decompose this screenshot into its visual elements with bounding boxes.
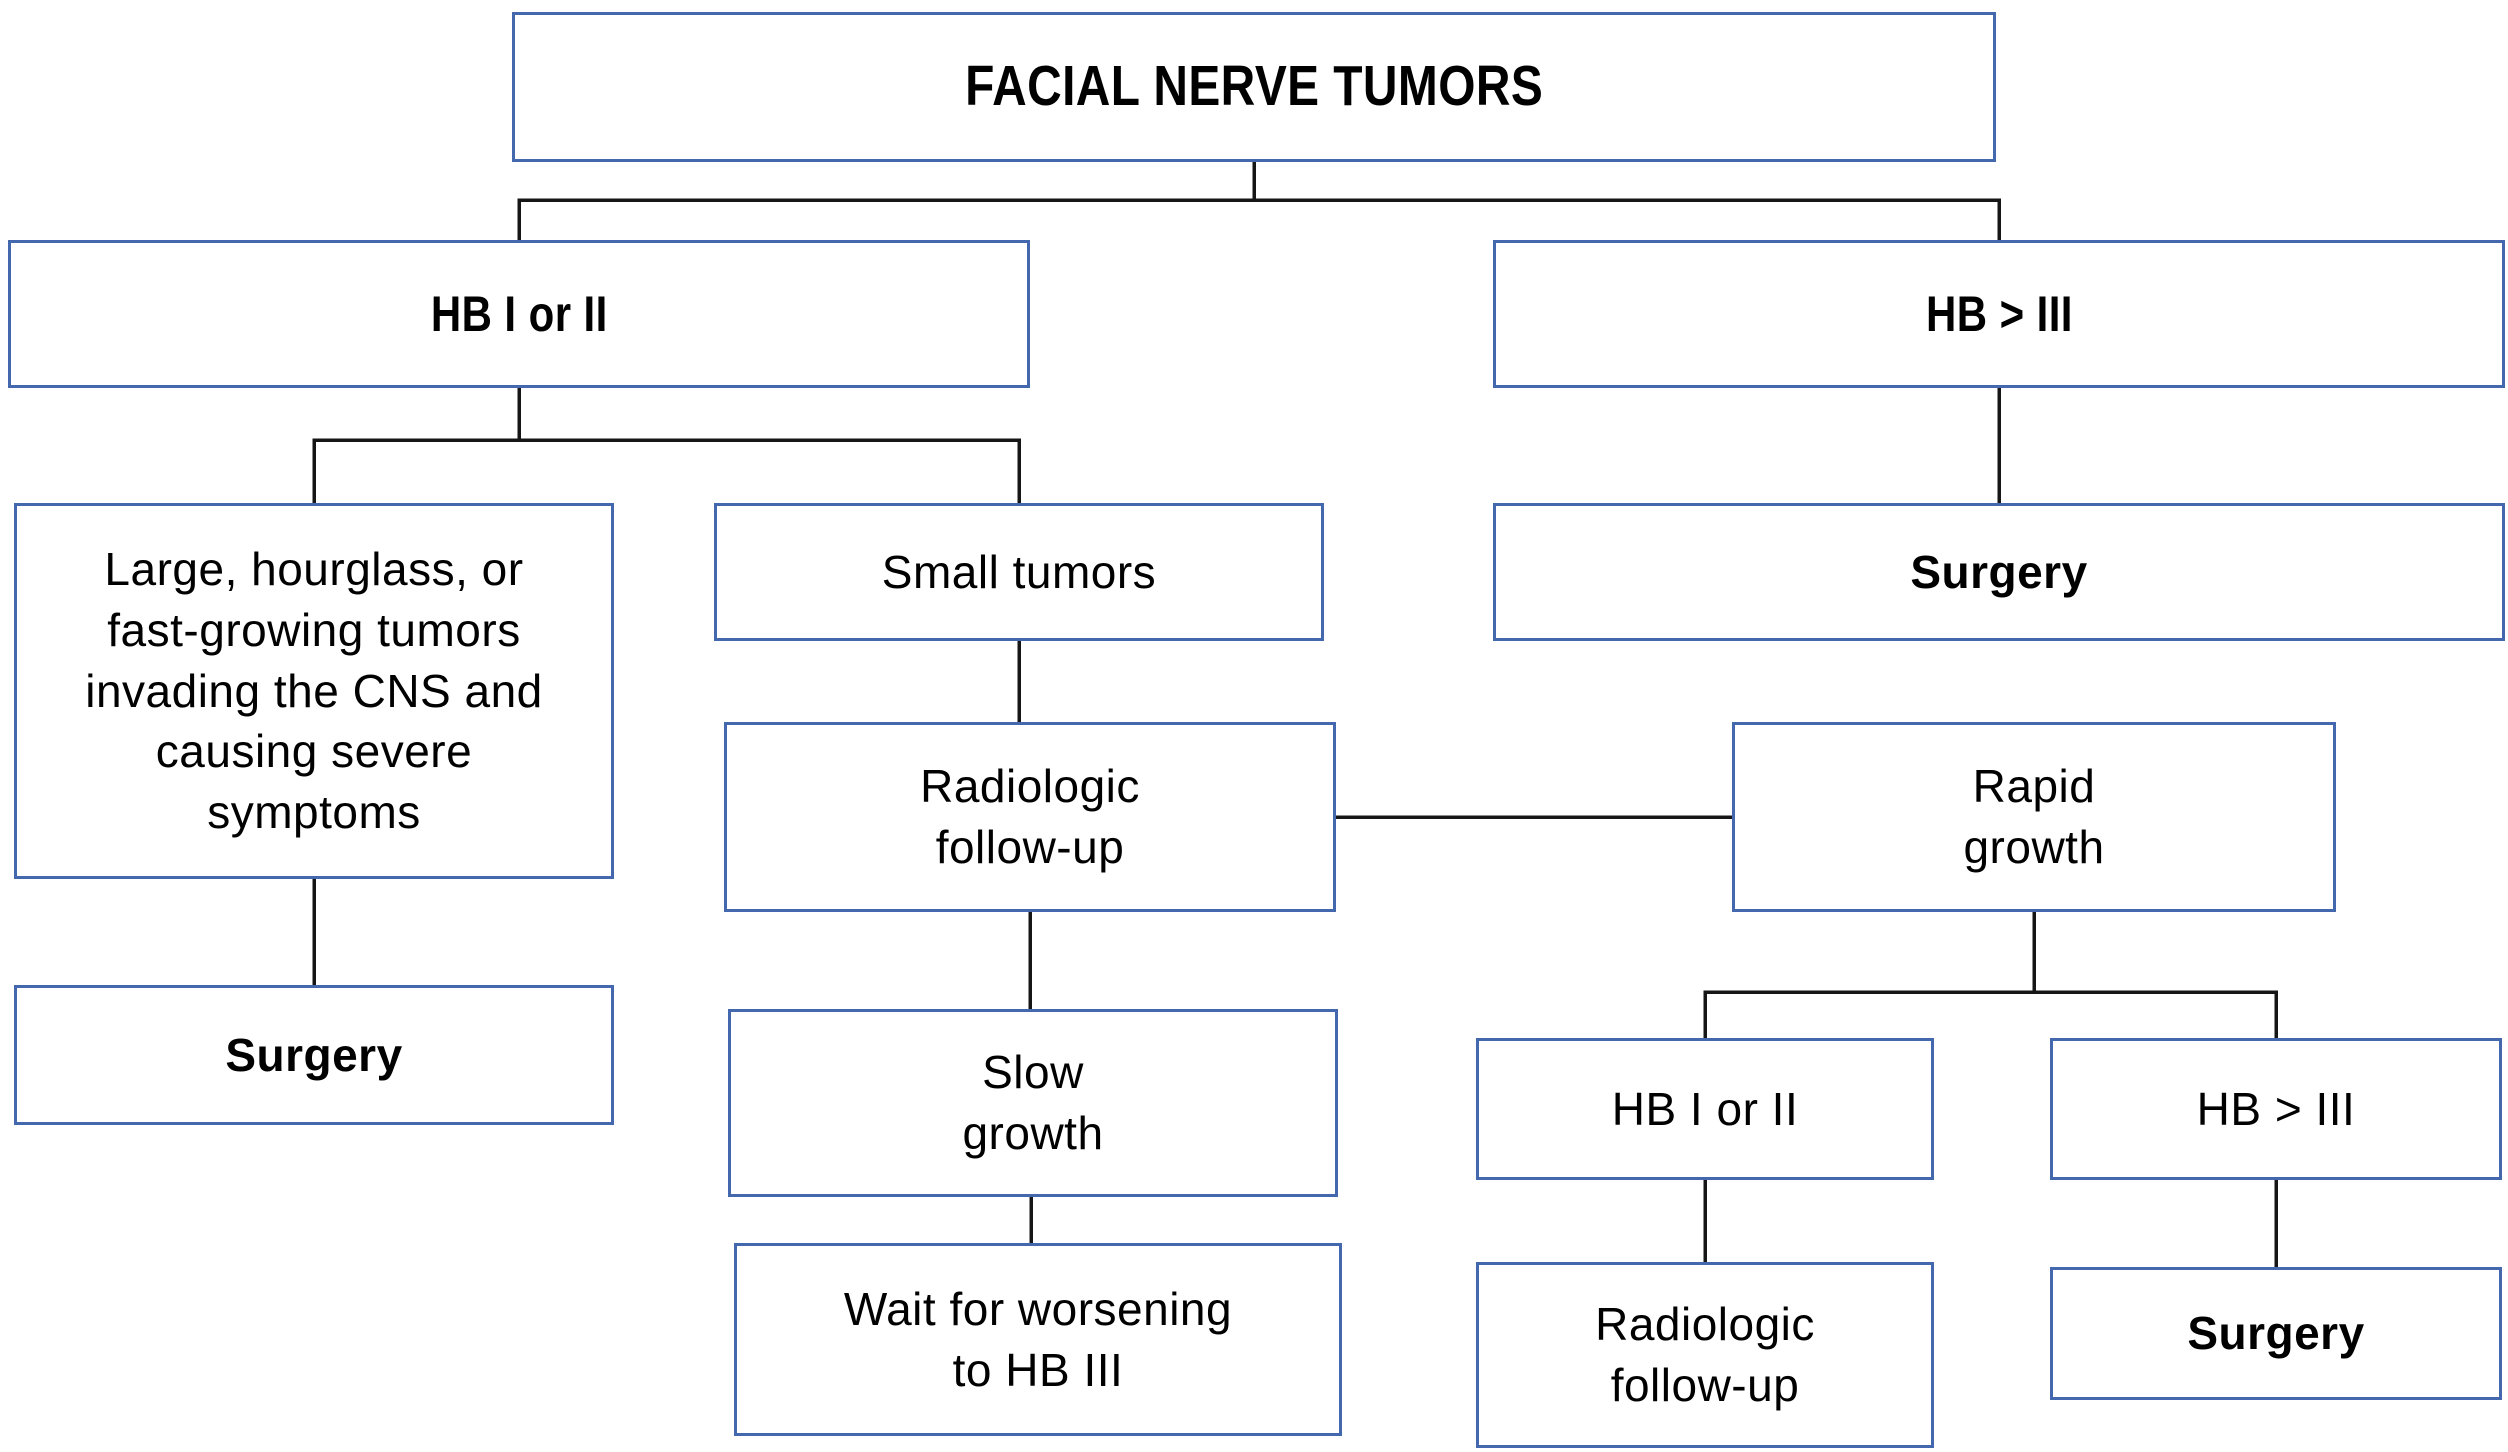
node-hb-greater-than-3-after-rapid-growth: HB > III bbox=[2050, 1038, 2502, 1180]
node-label: HB > III bbox=[1925, 286, 2073, 342]
node-label: Surgery bbox=[1910, 545, 2088, 598]
node-radiologic-follow-up: Radiologic follow-up bbox=[724, 722, 1336, 912]
node-radiologic-follow-up-2: Radiologic follow-up bbox=[1476, 1262, 1934, 1448]
node-hb-1-or-2: HB I or II bbox=[8, 240, 1030, 388]
node-label: Slow growth bbox=[962, 1046, 1104, 1159]
node-label: Wait for worsening to HB III bbox=[843, 1282, 1233, 1396]
node-label: Radiologic follow-up bbox=[920, 760, 1140, 873]
node-large-tumors-criteria: Large, hourglass, or fast-growing tumors… bbox=[14, 503, 614, 879]
node-wait-for-worsening: Wait for worsening to HB III bbox=[734, 1243, 1342, 1436]
node-label: Large, hourglass, or fast-growing tumors… bbox=[85, 543, 543, 839]
node-small-tumors: Small tumors bbox=[714, 503, 1324, 641]
node-label: Small tumors bbox=[881, 545, 1157, 598]
node-surgery-after-rapid-growth: Surgery bbox=[2050, 1267, 2502, 1400]
node-surgery-large-tumors: Surgery bbox=[14, 985, 614, 1125]
node-hb-greater-than-3: HB > III bbox=[1493, 240, 2505, 388]
node-label: FACIAL NERVE TUMORS bbox=[964, 54, 1544, 119]
node-surgery-hb-greater-than-3: Surgery bbox=[1493, 503, 2505, 641]
node-label: Surgery bbox=[225, 1028, 403, 1081]
node-hb-1-or-2-after-rapid-growth: HB I or II bbox=[1476, 1038, 1934, 1180]
node-rapid-growth: Rapid growth bbox=[1732, 722, 2336, 912]
node-facial-nerve-tumors: FACIAL NERVE TUMORS bbox=[512, 12, 1996, 162]
node-label: HB > III bbox=[2196, 1082, 2356, 1135]
node-label: Rapid growth bbox=[1963, 760, 2105, 873]
node-label: HB I or II bbox=[1611, 1082, 1799, 1135]
node-label: Surgery bbox=[2187, 1307, 2365, 1360]
node-label: Radiologic follow-up bbox=[1595, 1298, 1815, 1411]
node-label: HB I or II bbox=[430, 286, 608, 342]
node-slow-growth: Slow growth bbox=[728, 1009, 1338, 1197]
